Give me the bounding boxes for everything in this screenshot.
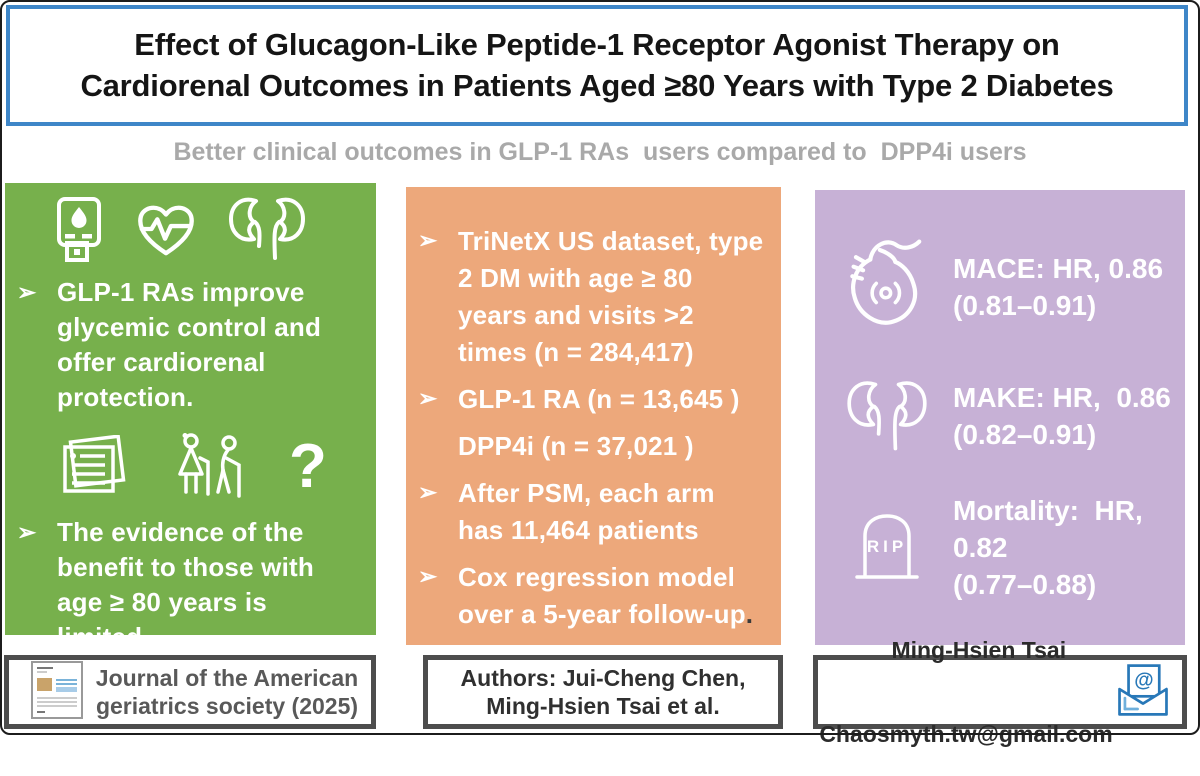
title-box: Effect of Glucagon-Like Peptide-1 Recept… (6, 5, 1188, 126)
authors-box: Authors: Jui-Cheng Chen, Ming-Hsien Tsai… (423, 655, 783, 729)
at-symbol: @ (1134, 669, 1153, 691)
bullet-arrow-icon: ➢ (17, 279, 37, 305)
papers-icon (57, 435, 131, 499)
methods-bullet-1: ➢ TriNetX US dataset, type 2 DM with age… (406, 223, 781, 371)
result-mortality-text: Mortality: HR, 0.82 (0.77–0.88) (953, 492, 1185, 603)
methods-bullet-2: ➢ GLP-1 RA (n = 13,645 ) (406, 381, 781, 418)
methods-bullet-2-text: GLP-1 RA (n = 13,645 ) (458, 384, 740, 414)
result-make-text: MAKE: HR, 0.86 (0.82–0.91) (953, 379, 1171, 453)
tombstone-icon: RIP (839, 510, 935, 584)
authors-text: Authors: Jui-Cheng Chen, Ming-Hsien Tsai… (460, 665, 746, 719)
methods-subline-dpp4i: ➢ DPP4i (n = 37,021 ) (406, 428, 781, 465)
contact-name: Ming-Hsien Tsai (891, 637, 1067, 663)
journal-cover-icon (31, 660, 83, 724)
contact-email: Chaosmyth.tw@gmail.com (819, 721, 1113, 747)
kidneys-icon (227, 196, 307, 262)
journal-name: Journal of the American geriatrics socie… (95, 665, 359, 719)
rip-text: RIP (867, 537, 907, 556)
background-bullet-1-text: GLP-1 RAs improve glycemic control and o… (57, 277, 322, 412)
methods-bullet-3: ➢ After PSM, each arm has 11,464 patient… (406, 475, 781, 549)
methods-bullet-4-main: Cox regression model over a 5-year follo… (458, 562, 746, 629)
bullet-arrow-icon: ➢ (418, 563, 438, 589)
bullet-arrow-icon: ➢ (418, 385, 438, 411)
kidneys-outline-icon (839, 377, 935, 455)
background-icon-row-1 (5, 183, 376, 263)
key-finding-subtitle: Better clinical outcomes in GLP-1 RAs us… (173, 138, 1027, 166)
results-panel: MACE: HR, 0.86 (0.81–0.91) MAKE: HR, 0.86… (815, 190, 1185, 645)
methods-bullet-1-text: TriNetX US dataset, type 2 DM with age ≥… (458, 226, 764, 367)
bullet-arrow-icon: ➢ (418, 479, 438, 505)
bullet-arrow-icon: ➢ (17, 519, 37, 545)
journal-box: Journal of the American geriatrics socie… (4, 655, 376, 729)
methods-subline-dpp4i-text: DPP4i (n = 37,021 ) (458, 431, 694, 461)
methods-bullet-3-text: After PSM, each arm has 11,464 patients (458, 478, 715, 545)
result-row-mace: MACE: HR, 0.86 (0.81–0.91) (815, 233, 1185, 341)
result-make-line1: MAKE: HR, 0.86 (953, 382, 1171, 413)
background-bullet-2: ➢ The evidence of the benefit to those w… (5, 515, 376, 655)
methods-panel: ➢ TriNetX US dataset, type 2 DM with age… (406, 187, 781, 645)
result-mace-line2: (0.81–0.91) (953, 289, 1097, 321)
result-mortality-line2: (0.77–0.88) (953, 568, 1097, 600)
elderly-couple-icon (167, 432, 253, 502)
result-make-line2: (0.82–0.91) (953, 419, 1097, 450)
background-bullet-1: ➢ GLP-1 RAs improve glycemic control and… (5, 275, 376, 415)
paper-title: Effect of Glucagon-Like Peptide-1 Recept… (80, 26, 1114, 103)
contact-box: Ming-Hsien Tsai Chaosmyth.tw@gmail.com @ (813, 637, 1187, 747)
glucose-meter-icon (51, 196, 105, 262)
background-icon-row-2: ? (5, 421, 376, 501)
result-row-mortality: RIP Mortality: HR, 0.82 (0.77–0.88) (815, 492, 1185, 603)
heart-ecg-icon (135, 200, 197, 258)
result-mace-text: MACE: HR, 0.86 (0.81–0.91) (953, 250, 1163, 324)
result-row-make: MAKE: HR, 0.86 (0.82–0.91) (815, 377, 1185, 455)
methods-bullet-4-text: Cox regression model over a 5-year follo… (458, 559, 753, 633)
background-panel: ➢ GLP-1 RAs improve glycemic control and… (5, 183, 376, 652)
result-mortality-line1: Mortality: HR, 0.82 (953, 494, 1151, 563)
contact-text: Ming-Hsien Tsai Chaosmyth.tw@gmail.com (818, 608, 1114, 776)
background-bullet-2-text: The evidence of the benefit to those wit… (57, 517, 314, 652)
methods-bullet-4: ➢ Cox regression model over a 5-year fol… (406, 559, 781, 633)
question-mark: ? (289, 432, 327, 501)
email-icon: @ (1114, 662, 1172, 723)
anatomical-heart-icon (839, 233, 935, 341)
methods-bullet-4-period: . (745, 599, 754, 629)
result-mace-line1: MACE: HR, 0.86 (953, 252, 1164, 284)
bullet-arrow-icon: ➢ (418, 227, 438, 253)
